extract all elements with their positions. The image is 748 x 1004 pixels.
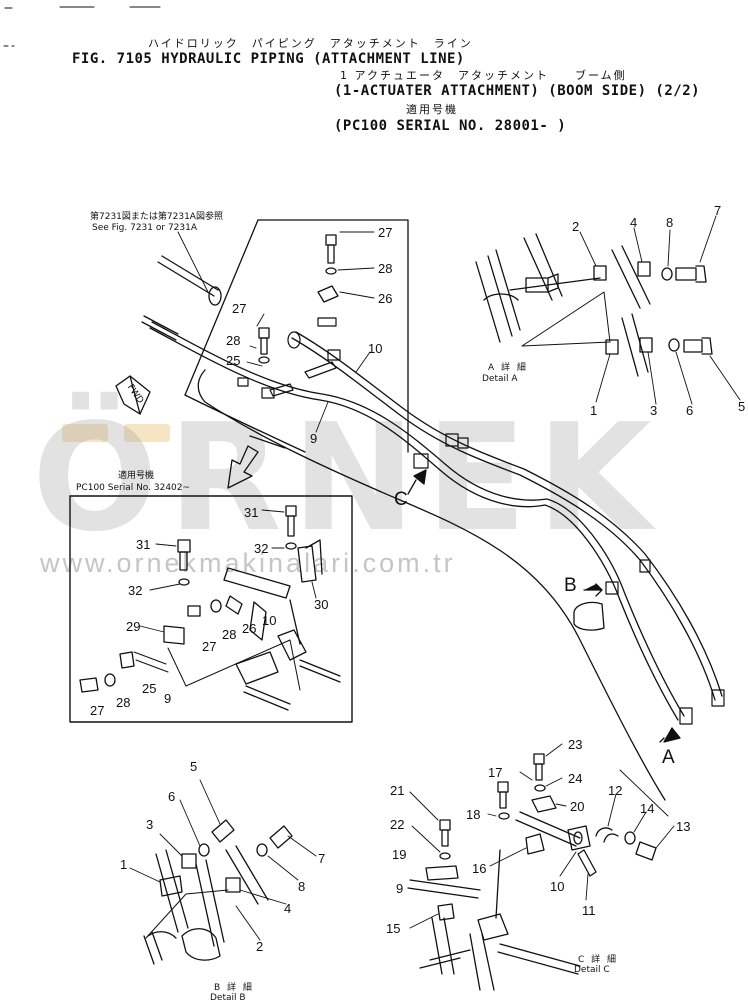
callout-5: 5 [190, 759, 198, 774]
callout-4: 4 [284, 901, 292, 916]
callout-16: 16 [472, 861, 487, 876]
inset-arrow-icon [227, 445, 259, 489]
callout-21: 21 [390, 783, 405, 798]
detail-c-label-jp: C 詳 細 [578, 955, 619, 965]
callout-13: 13 [676, 819, 691, 834]
callout-30: 30 [314, 597, 329, 612]
callout-22: 22 [390, 817, 405, 832]
bolts-main [246, 231, 375, 433]
callout-3: 3 [146, 817, 154, 832]
callout-28: 28 [116, 695, 131, 710]
view-arrows [407, 469, 681, 743]
view-letter-c: C [394, 489, 408, 510]
detail-b [129, 779, 317, 965]
callout-9: 9 [396, 881, 404, 896]
callout-9: 9 [164, 691, 172, 706]
callout-15: 15 [386, 921, 401, 936]
watermark-dot [62, 424, 108, 442]
hose-clamps [237, 317, 725, 725]
callout-32: 32 [128, 583, 143, 598]
watermark-brand: ÖRNEK [32, 392, 662, 564]
view-b-block [573, 601, 605, 631]
callout-5: 5 [738, 399, 746, 414]
callout-27: 27 [90, 703, 105, 718]
callout-25: 25 [142, 681, 157, 696]
callout-7: 7 [714, 203, 722, 218]
callout-23: 23 [568, 737, 583, 752]
corner-marks [3, 6, 161, 47]
callout-31: 31 [244, 505, 259, 520]
serial-number: (PC100 SERIAL NO. 28001- ) [334, 118, 567, 134]
callout-8: 8 [666, 215, 674, 230]
callout-7: 7 [318, 851, 326, 866]
inset-note-jp: 適用号機 [118, 471, 155, 481]
callout-6: 6 [168, 789, 176, 804]
callout-28: 28 [222, 627, 237, 642]
detail-c-label: Detail C [574, 965, 610, 975]
detail-a [475, 215, 741, 405]
callout-2: 2 [256, 939, 264, 954]
inset-note: PC100 Serial No. 32402~ [76, 483, 191, 493]
callout-10: 10 [550, 879, 565, 894]
callout-31: 31 [136, 537, 151, 552]
callout-24: 24 [568, 771, 583, 786]
detail-b-label-jp: B 詳 細 [214, 983, 254, 993]
callout-1: 1 [590, 403, 598, 418]
callout-4: 4 [630, 215, 638, 230]
title-jp: ハイドロリック パイピング アタッチメント ライン [148, 37, 473, 50]
callout-32: 32 [254, 541, 269, 556]
view-letter-b: B [564, 575, 577, 596]
callout-3: 3 [650, 403, 658, 418]
callout-12: 12 [608, 783, 623, 798]
callout-8: 8 [298, 879, 306, 894]
callout-26: 26 [378, 291, 393, 306]
callout-27: 27 [232, 301, 247, 316]
hose-10 [291, 331, 723, 701]
callout-6: 6 [686, 403, 694, 418]
callout-19: 19 [392, 847, 407, 862]
callout-17: 17 [488, 765, 503, 780]
reference-note-jp: 第7231図または第7231A図参照 [90, 212, 223, 222]
callout-28: 28 [226, 333, 241, 348]
callout-14: 14 [640, 801, 655, 816]
callout-26: 26 [242, 621, 257, 636]
page-title: FIG. 7105 HYDRAULIC PIPING (ATTACHMENT L… [72, 51, 465, 67]
page-subtitle: (1-ACTUATER ATTACHMENT) (BOOM SIDE) (2/2… [334, 83, 701, 99]
callout-27: 27 [202, 639, 217, 654]
callout-1: 1 [120, 857, 128, 872]
hose-9 [149, 321, 685, 721]
callout-25: 25 [226, 353, 241, 368]
detail-a-label: Detail A [482, 374, 518, 384]
reference-note: See Fig. 7231 or 7231A [92, 223, 197, 233]
callout-11: 11 [582, 903, 596, 918]
fwd-arrow-icon [115, 375, 151, 415]
watermark-dot [124, 424, 170, 442]
callout-20: 20 [570, 799, 585, 814]
boom-outline [184, 219, 666, 801]
serial-jp: 適用号機 [406, 103, 458, 116]
detail-a-label-jp: A 詳 細 [488, 363, 528, 373]
callout-2: 2 [572, 219, 580, 234]
subtitle-jp: 1 アクチュエータ アタッチメント ブーム側 [340, 69, 627, 82]
callout-10: 10 [262, 613, 277, 628]
callout-10: 10 [368, 341, 383, 356]
detail-b-label: Detail B [210, 993, 246, 1003]
callout-29: 29 [126, 619, 141, 634]
inset-box [69, 495, 353, 723]
detail-c [407, 743, 675, 991]
callout-9: 9 [310, 431, 318, 446]
callout-28: 28 [378, 261, 393, 276]
hose-reference [141, 231, 222, 341]
view-letter-a: A [662, 747, 675, 768]
callout-27: 27 [378, 225, 393, 240]
callout-18: 18 [466, 807, 481, 822]
